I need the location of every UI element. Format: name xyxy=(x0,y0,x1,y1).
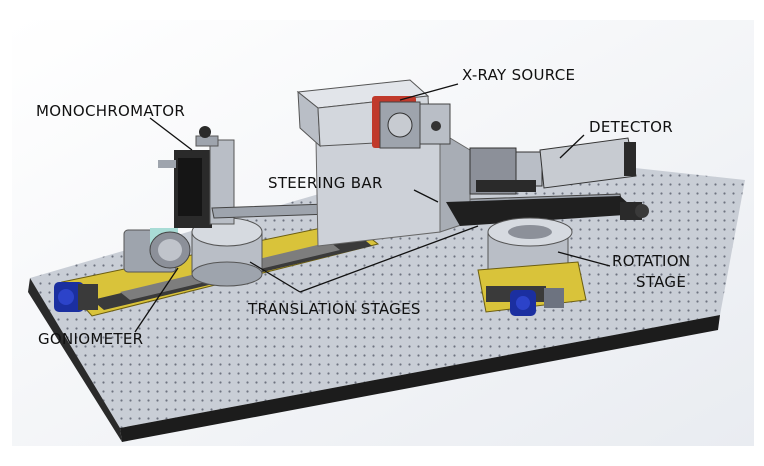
optical-table xyxy=(28,150,745,442)
label-translation-stages: TRANSLATION STAGES xyxy=(247,300,421,318)
leader-translation-left xyxy=(249,261,301,293)
table-hole-pattern xyxy=(30,150,745,428)
goniometer-motor xyxy=(54,282,98,312)
table-edge-left xyxy=(28,278,122,442)
leader-lines xyxy=(134,83,611,333)
leader-rotation-stage xyxy=(557,251,611,267)
leader-monochromator xyxy=(149,117,193,151)
leader-goniometer xyxy=(134,267,179,333)
label-detector: DETECTOR xyxy=(589,118,673,136)
label-rotation-stage-line1: ROTATION xyxy=(612,252,690,270)
leader-steering-bar xyxy=(413,189,439,203)
detector xyxy=(469,137,637,195)
label-xray-source: X-RAY SOURCE xyxy=(462,66,575,84)
detector-rail xyxy=(446,196,649,226)
xray-source xyxy=(296,79,451,149)
right-translation-stage xyxy=(477,261,587,316)
leader-translation-right xyxy=(299,225,479,293)
monochromator xyxy=(158,126,235,228)
xray-pedestal xyxy=(315,131,471,247)
goniometer-body xyxy=(123,217,263,287)
label-steering-bar: STEERING BAR xyxy=(268,174,383,192)
leader-xray-source xyxy=(399,83,459,101)
table-edge-front xyxy=(120,315,720,442)
label-rotation-stage-line2: STAGE xyxy=(636,273,686,291)
label-goniometer: GONIOMETER xyxy=(38,330,143,348)
leader-detector xyxy=(559,134,585,159)
label-monochromator: MONOCHROMATOR xyxy=(36,102,185,120)
